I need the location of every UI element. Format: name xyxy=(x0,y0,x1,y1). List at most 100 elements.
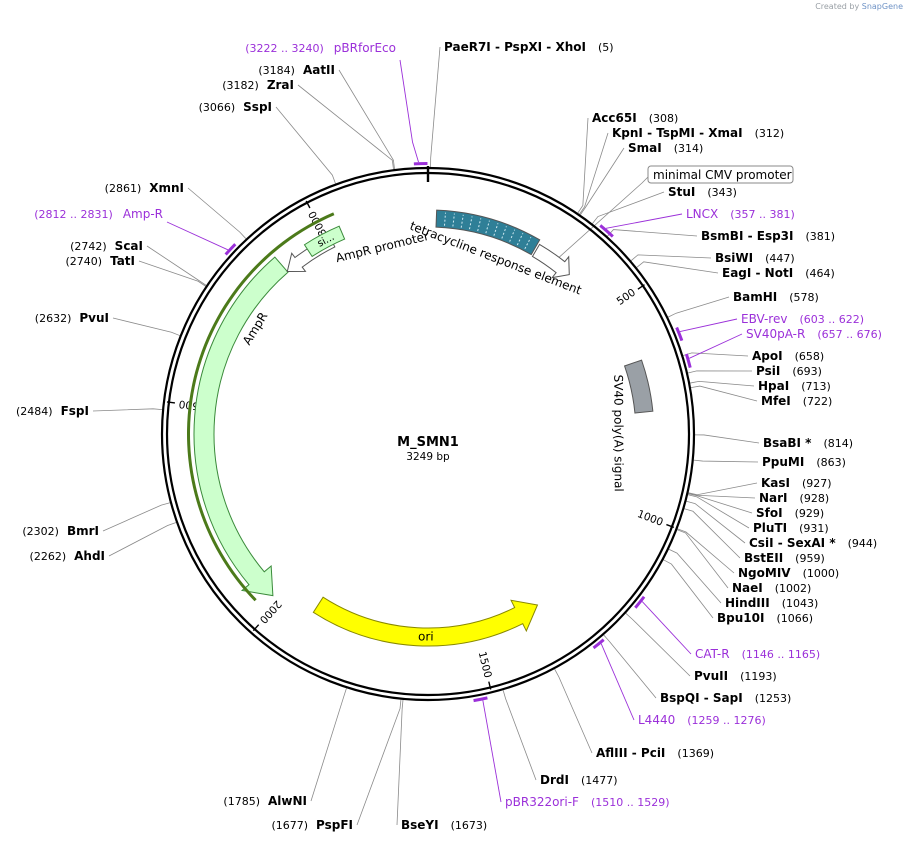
primer-binding-mark[interactable] xyxy=(413,162,428,166)
enzyme-label-stui[interactable]: StuI xyxy=(668,185,695,199)
enzyme-label-bspqi-sapi[interactable]: BspQI - SapI xyxy=(660,691,743,705)
plasmid-length: 3249 bp xyxy=(406,451,450,463)
enzyme-label-hindiii[interactable]: HindIII xyxy=(725,596,770,610)
primer-label-pbrforeco[interactable]: pBRforEco xyxy=(334,41,396,55)
enzyme-position: (959) xyxy=(795,552,825,565)
enzyme-label-bmri[interactable]: BmrI xyxy=(67,524,99,538)
feature-sv40-poly-a-signal[interactable] xyxy=(623,359,654,414)
tick-mark-3000 xyxy=(305,200,311,209)
enzyme-label-csii-sexai[interactable]: CsiI - SexAI * xyxy=(749,536,836,550)
primer-binding-mark[interactable] xyxy=(224,243,237,256)
primer-binding-mark[interactable] xyxy=(592,638,605,650)
primer-label-cat-r[interactable]: CAT-R xyxy=(695,647,730,661)
leader-line xyxy=(580,147,625,215)
primer-binding-mark[interactable] xyxy=(599,224,614,238)
leader-line xyxy=(187,187,247,239)
enzyme-label-ppumi[interactable]: PpuMI xyxy=(762,455,804,469)
enzyme-position: (1043) xyxy=(782,597,819,610)
enzyme-position: (928) xyxy=(800,492,830,505)
enzyme-label-kasi[interactable]: KasI xyxy=(761,476,790,490)
cmv-leader-line xyxy=(558,174,651,258)
primer-position: (357 .. 381) xyxy=(730,208,795,221)
leader-line xyxy=(607,229,698,237)
primer-label-pbr322ori-f[interactable]: pBR322ori-F xyxy=(505,795,579,809)
enzyme-label-aatii[interactable]: AatII xyxy=(303,63,335,77)
primer-label-sv40pa-r[interactable]: SV40pA-R xyxy=(746,327,805,341)
enzyme-label-drdi[interactable]: DrdI xyxy=(540,773,569,787)
leader-line xyxy=(688,493,753,514)
primer-label-lncx[interactable]: LNCX xyxy=(686,207,718,221)
enzyme-label-tati[interactable]: TatI xyxy=(110,254,135,268)
enzyme-label-zrai[interactable]: ZraI xyxy=(267,78,294,92)
leader-line xyxy=(694,434,760,444)
feature-signal-sequence[interactable] xyxy=(303,225,346,258)
enzyme-label-eagi-noti[interactable]: EagI - NotI xyxy=(722,266,793,280)
enzyme-label-fspi[interactable]: FspI xyxy=(61,404,89,418)
enzyme-label-bsmbi-esp3i[interactable]: BsmBI - Esp3I xyxy=(701,229,793,243)
leader-line xyxy=(138,260,206,287)
primer-label-l4440[interactable]: L4440 xyxy=(638,713,675,727)
primer-label-ebv-rev[interactable]: EBV-rev xyxy=(741,312,787,326)
enzyme-label-nari[interactable]: NarI xyxy=(759,491,788,505)
enzyme-label-smai[interactable]: SmaI xyxy=(628,141,662,155)
cmv-label-box xyxy=(647,165,794,184)
leader-line xyxy=(577,117,589,214)
enzyme-label-naei[interactable]: NaeI xyxy=(732,581,763,595)
enzyme-label-psii[interactable]: PsiI xyxy=(756,364,780,378)
labels-layer: si...tetracycline response elementminima… xyxy=(16,40,882,832)
enzyme-label-acc65i[interactable]: Acc65I xyxy=(592,111,637,125)
enzyme-position: (447) xyxy=(765,252,795,265)
primer-position: (3222 .. 3240) xyxy=(245,42,324,55)
enzyme-label-ngomiv[interactable]: NgoMIV xyxy=(738,566,791,580)
tick-mark-2500 xyxy=(166,401,175,404)
enzyme-label-sspi[interactable]: SspI xyxy=(243,100,272,114)
primer-label-amp-r[interactable]: Amp-R xyxy=(123,207,163,221)
enzyme-label-pvui[interactable]: PvuI xyxy=(79,311,109,325)
enzyme-label-apoi[interactable]: ApoI xyxy=(752,349,783,363)
enzyme-label-pspfi[interactable]: PspFI xyxy=(316,818,353,832)
primer-binding-mark[interactable] xyxy=(684,353,692,368)
enzyme-label-alwni[interactable]: AlwNI xyxy=(268,794,307,808)
feature-ampr[interactable] xyxy=(193,256,289,597)
primer-binding-mark[interactable] xyxy=(634,595,646,609)
feature-tetracycline-response-element[interactable] xyxy=(435,209,541,256)
enzyme-label-mfei[interactable]: MfeI xyxy=(761,394,791,408)
feature-ori[interactable] xyxy=(312,596,539,647)
enzyme-label-pvuii[interactable]: PvuII xyxy=(694,669,728,683)
tick-mark-1500 xyxy=(488,681,492,690)
feature-label-ampr-promoter: AmpR promoter xyxy=(334,229,430,265)
tick-label: 500 xyxy=(615,287,638,308)
primer-binding-mark[interactable] xyxy=(473,696,488,703)
enzyme-position: (308) xyxy=(649,112,679,125)
enzyme-position: (1677) xyxy=(271,819,308,832)
leader-line xyxy=(686,500,746,544)
enzyme-label-sfoi[interactable]: SfoI xyxy=(756,506,783,520)
leader-line xyxy=(677,529,729,589)
feature-minimal-cmv-promoter[interactable] xyxy=(531,243,570,279)
enzyme-label-pluti[interactable]: PluTI xyxy=(753,521,787,535)
feature-label-cmv: minimal CMV promoter xyxy=(653,168,792,182)
enzyme-label-bseyi[interactable]: BseYI xyxy=(401,818,439,832)
leader-line xyxy=(502,690,537,781)
enzyme-label-scai[interactable]: ScaI xyxy=(115,239,143,253)
primer-leader-line xyxy=(605,213,683,229)
enzyme-label-bsteii[interactable]: BstEII xyxy=(744,551,783,565)
primer-position: (1146 .. 1165) xyxy=(742,648,821,661)
primer-position: (657 .. 676) xyxy=(817,328,882,341)
tick-mark-500 xyxy=(637,284,645,290)
enzyme-label-afliii-pcii[interactable]: AflIII - PciI xyxy=(596,746,665,760)
leader-line xyxy=(338,69,395,170)
primer-binding-mark[interactable] xyxy=(675,326,684,342)
enzyme-label-bsabi[interactable]: BsaBI * xyxy=(763,436,812,450)
enzyme-label-bsiwi[interactable]: BsiWI xyxy=(715,251,753,265)
enzyme-label-kpni-tspmi-xmai[interactable]: KpnI - TspMI - XmaI xyxy=(612,126,743,140)
enzyme-label-bpu10i[interactable]: Bpu10I xyxy=(717,611,764,625)
enzyme-position: (2262) xyxy=(30,550,67,563)
enzyme-label-paer7i-pspxi-xhoi[interactable]: PaeR7I - PspXI - XhoI xyxy=(444,40,586,54)
enzyme-label-xmni[interactable]: XmnI xyxy=(149,181,184,195)
enzyme-label-hpai[interactable]: HpaI xyxy=(758,379,789,393)
enzyme-position: (814) xyxy=(823,437,853,450)
enzyme-label-ahdi[interactable]: AhdI xyxy=(74,549,105,563)
enzyme-label-bamhi[interactable]: BamHI xyxy=(733,290,777,304)
